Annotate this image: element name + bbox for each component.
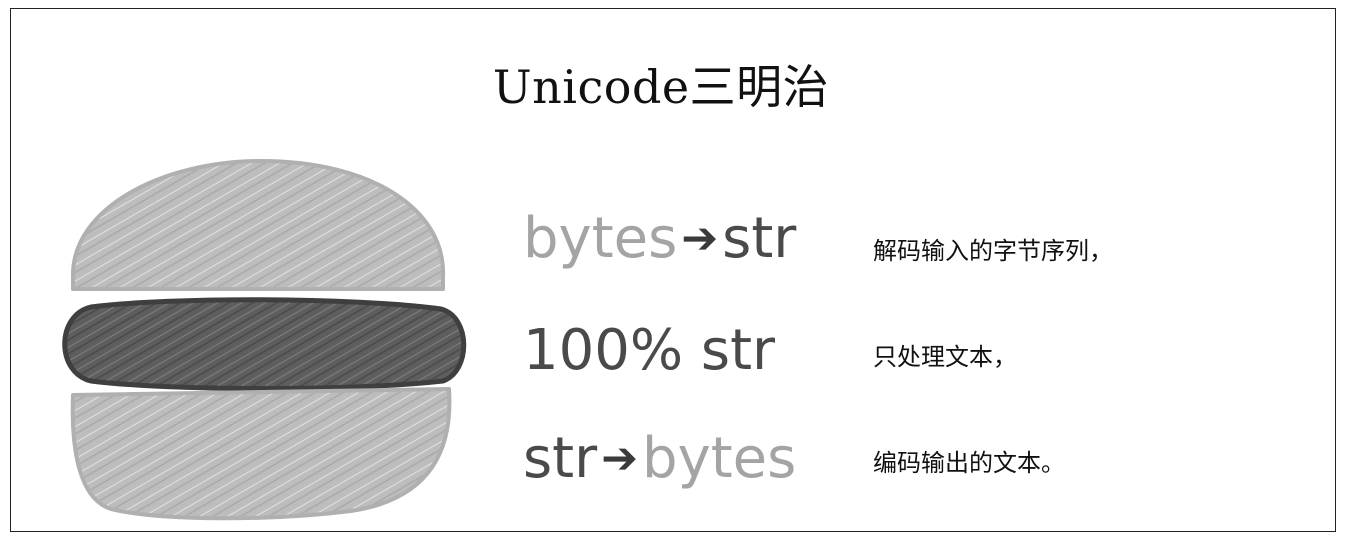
decode-output-type: str	[722, 206, 797, 271]
encode-label: str➔bytes	[523, 419, 823, 499]
bottom-bun	[70, 387, 452, 521]
sandwich-illustration	[62, 159, 467, 521]
arrow-right-icon: ➔	[681, 213, 719, 264]
decode-input-type: bytes	[523, 206, 678, 271]
decode-description: 解码输入的字节序列，	[873, 237, 1113, 265]
decode-label: bytes➔str	[523, 199, 823, 279]
process-description: 只处理文本，	[873, 343, 1017, 371]
filling	[62, 297, 467, 391]
process-label-text: 100% str	[523, 318, 776, 383]
arrow-right-icon: ➔	[601, 433, 639, 484]
diagram-title: Unicode三明治	[492, 60, 830, 114]
top-bun	[70, 159, 446, 291]
diagram-frame: Unicode三明治 bytes➔str 100% str str➔byte	[10, 8, 1336, 532]
encode-output-type: bytes	[642, 426, 797, 491]
process-label: 100% str	[523, 311, 823, 391]
encode-input-type: str	[523, 426, 598, 491]
encode-description: 编码输出的文本。	[873, 449, 1065, 477]
